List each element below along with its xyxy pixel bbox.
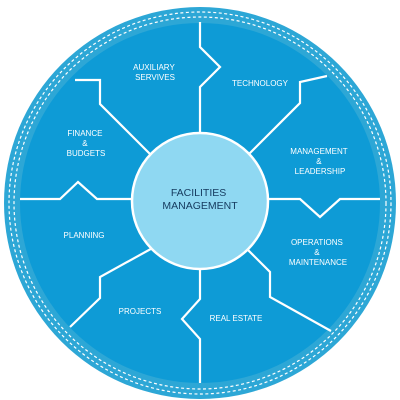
divider-top-left xyxy=(75,78,159,163)
segment-label-planning: PLANNING xyxy=(64,231,105,240)
segment-label-line: REAL ESTATE xyxy=(210,314,263,323)
segment-label-line: & xyxy=(82,139,88,148)
segment-label-projects: PROJECTS xyxy=(119,307,162,316)
outer-ring-dash-inner xyxy=(13,16,387,390)
outer-ring-dash-outer xyxy=(8,11,392,395)
segment-label-finance-budgets: FINANCE & BUDGETS xyxy=(67,129,106,158)
segment-label-line: MAINTENANCE xyxy=(289,258,347,267)
segment-label-line: BUDGETS xyxy=(67,149,106,158)
divider-bottom xyxy=(180,263,202,383)
segment-label-real-estate: REAL ESTATE xyxy=(210,314,263,323)
segment-label-line: MANAGEMENT xyxy=(290,147,347,156)
segment-label-line: FINANCE xyxy=(67,129,102,138)
divider-bottom-left xyxy=(69,244,159,328)
segment-label-line: & xyxy=(314,248,320,257)
divider-top-right xyxy=(241,74,328,162)
center-label: FACILITIES MANAGEMENT xyxy=(162,187,238,212)
segment-label-line: SERVIVES xyxy=(135,73,175,82)
segment-label-line: OPERATIONS xyxy=(291,238,343,247)
center-hub xyxy=(130,131,270,271)
segment-label-line: LEADERSHIP xyxy=(295,167,346,176)
segment-label-line: TECHNOLOGY xyxy=(232,79,289,88)
divider-left xyxy=(20,180,140,201)
segment-label-auxiliary-services: AUXILIARY SERVIVES xyxy=(133,63,177,82)
divider-top xyxy=(198,22,222,143)
segment-label-technology: TECHNOLOGY xyxy=(232,79,289,88)
divider-right xyxy=(260,197,380,219)
segment-label-line: AUXILIARY xyxy=(133,63,175,72)
segment-label-line: PROJECTS xyxy=(119,307,162,316)
divider-bottom-right xyxy=(241,243,332,332)
segment-label-management-leadership: MANAGEMENT & LEADERSHIP xyxy=(290,147,349,176)
segment-label-line: PLANNING xyxy=(64,231,105,240)
center-label-line: MANAGEMENT xyxy=(162,200,238,212)
center-label-line: FACILITIES xyxy=(171,187,226,199)
segment-dividers xyxy=(20,22,380,383)
segment-label-line: & xyxy=(316,157,322,166)
segment-label-operations-maintenance: OPERATIONS & MAINTENANCE xyxy=(289,238,347,267)
